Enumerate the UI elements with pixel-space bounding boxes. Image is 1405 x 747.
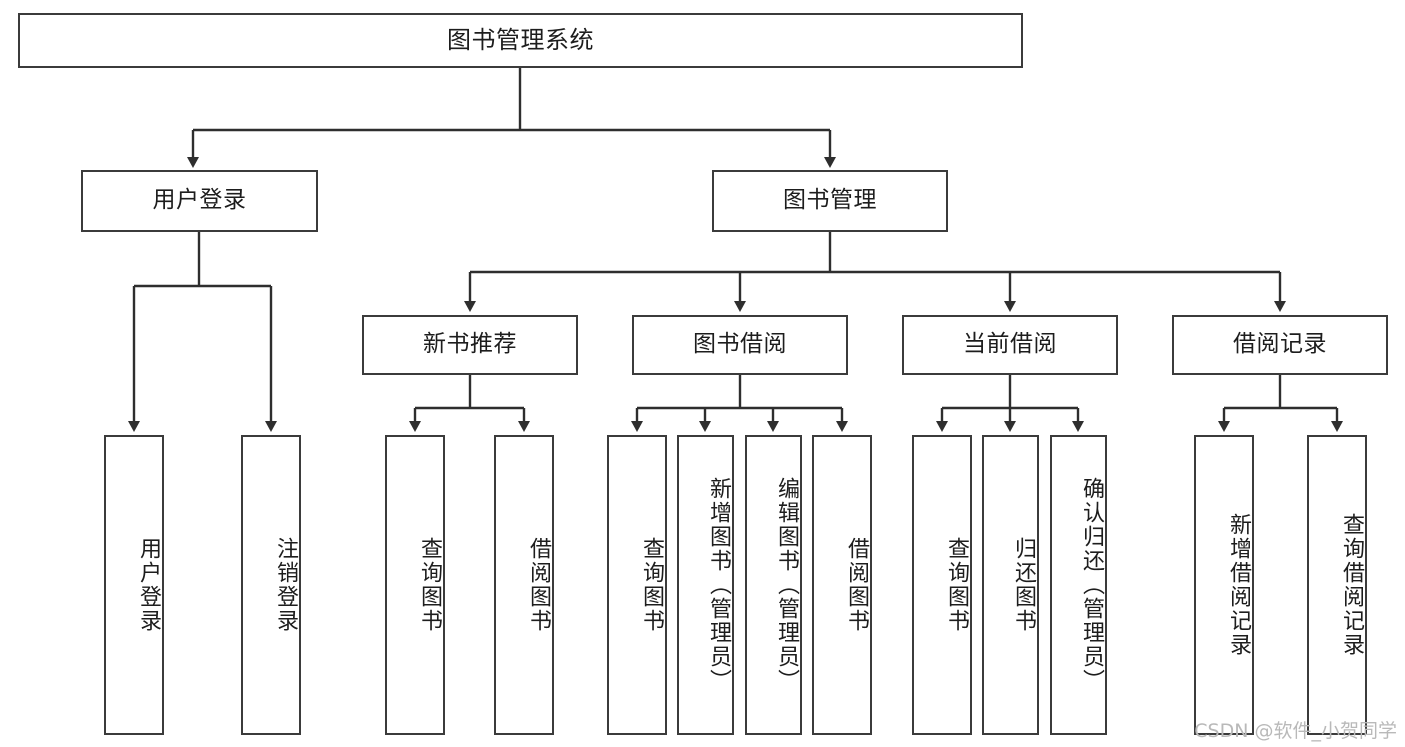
node-label: 查询图书: [944, 537, 969, 633]
leaf-user-login-signin[interactable]: 用户登录: [104, 435, 164, 735]
node-root-book-management-system[interactable]: 图书管理系统: [18, 13, 1023, 68]
node-label: 图书借阅: [693, 331, 787, 358]
node-label: 新增图书（管理员）: [706, 477, 731, 693]
leaf-current-query-book[interactable]: 查询图书: [912, 435, 972, 735]
node-label: 借阅记录: [1233, 331, 1327, 358]
leaf-borrow-borrow-book[interactable]: 借阅图书: [812, 435, 872, 735]
node-book-management[interactable]: 图书管理: [712, 170, 948, 232]
leaf-user-login-signout[interactable]: 注销登录: [241, 435, 301, 735]
watermark-text: CSDN @软件_小贺同学: [1194, 720, 1397, 742]
node-label: 确认归还（管理员）: [1079, 477, 1104, 693]
node-label: 注销登录: [273, 537, 298, 633]
node-label: 查询图书: [639, 537, 664, 633]
node-label: 当前借阅: [963, 331, 1057, 358]
node-current-borrow[interactable]: 当前借阅: [902, 315, 1118, 375]
leaf-borrow-edit-book-admin[interactable]: 编辑图书（管理员）: [745, 435, 802, 735]
leaf-borrow-add-book-admin[interactable]: 新增图书（管理员）: [677, 435, 734, 735]
node-label: 归还图书: [1011, 537, 1036, 633]
leaf-recommend-query-book[interactable]: 查询图书: [385, 435, 445, 735]
leaf-record-add-record[interactable]: 新增借阅记录: [1194, 435, 1254, 735]
node-user-login[interactable]: 用户登录: [81, 170, 318, 232]
node-label: 查询借阅记录: [1339, 513, 1364, 657]
node-label: 新增借阅记录: [1226, 513, 1251, 657]
node-label: 图书管理: [783, 187, 877, 214]
node-label: 用户登录: [136, 537, 161, 633]
node-label: 用户登录: [152, 187, 247, 214]
node-borrow-record[interactable]: 借阅记录: [1172, 315, 1388, 375]
node-label: 图书管理系统: [447, 26, 594, 55]
node-label: 查询图书: [417, 537, 442, 633]
leaf-recommend-borrow-book[interactable]: 借阅图书: [494, 435, 554, 735]
node-book-borrow[interactable]: 图书借阅: [632, 315, 848, 375]
node-label: 新书推荐: [423, 331, 517, 358]
leaf-record-query-record[interactable]: 查询借阅记录: [1307, 435, 1367, 735]
node-label: 借阅图书: [844, 537, 869, 633]
leaf-borrow-query-book[interactable]: 查询图书: [607, 435, 667, 735]
leaf-current-confirm-return-admin[interactable]: 确认归还（管理员）: [1050, 435, 1107, 735]
leaf-current-return-book[interactable]: 归还图书: [982, 435, 1039, 735]
node-new-book-recommend[interactable]: 新书推荐: [362, 315, 578, 375]
node-label: 编辑图书（管理员）: [774, 477, 799, 693]
node-label: 借阅图书: [526, 537, 551, 633]
